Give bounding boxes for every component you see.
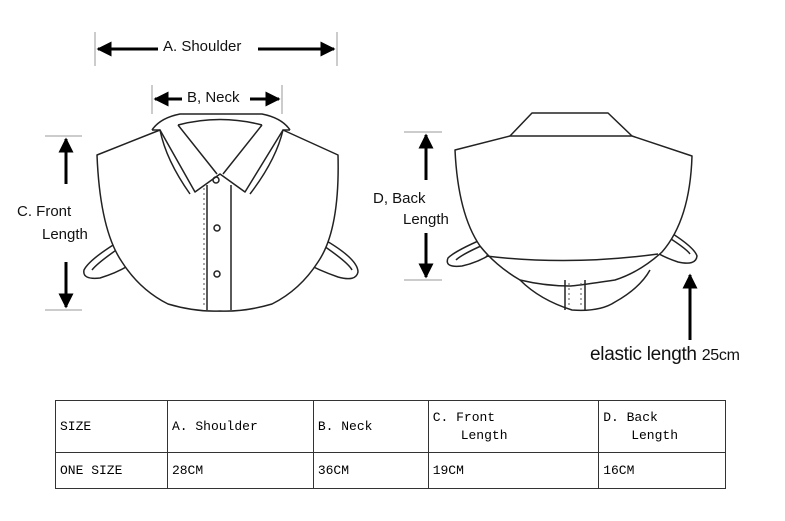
- elastic-length-text: elastic length: [590, 344, 697, 365]
- header-back-length-line1: D. Back: [603, 409, 658, 425]
- header-shoulder-line1: A. Shoulder: [171, 418, 258, 434]
- header-size: SIZE: [55, 400, 168, 453]
- cell-shoulder: 28CM: [166, 452, 314, 489]
- cell-neck: 36CM: [312, 452, 429, 489]
- back-collar-illustration: [446, 112, 698, 312]
- front-length-label-line2: Length: [42, 226, 88, 243]
- header-back-length-line2: Length: [631, 427, 679, 443]
- elastic-length-label: elastic length 25cm: [590, 344, 740, 366]
- table-row: ONE SIZE 28CM 36CM 19CM 16CM: [55, 452, 726, 489]
- shoulder-dimension: [94, 32, 338, 66]
- cell-back-length: 16CM: [598, 452, 726, 489]
- size-table: SIZE A. Shoulder B. Neck C. Front Length…: [55, 400, 726, 489]
- header-size-line1: SIZE: [60, 418, 92, 434]
- back-placket-stitching: [568, 283, 582, 308]
- back-length-label-line2: Length: [403, 211, 449, 228]
- header-neck: B. Neck: [312, 400, 429, 453]
- header-neck-line1: B. Neck: [317, 418, 373, 434]
- front-length-label-line1: C. Front: [17, 203, 72, 220]
- elastic-length-value: 25cm: [701, 347, 740, 364]
- front-length-dimension: [45, 135, 82, 311]
- shoulder-label: A. Shoulder: [163, 38, 242, 55]
- cell-size: ONE SIZE: [55, 452, 168, 489]
- header-shoulder: A. Shoulder: [166, 400, 314, 453]
- neck-label: B, Neck: [187, 89, 240, 106]
- cell-front-length: 19CM: [427, 452, 600, 489]
- header-front-length-line2: Length: [460, 427, 508, 443]
- header-front-length-line1: C. Front: [432, 409, 496, 425]
- front-collar-illustration: [83, 113, 359, 312]
- back-length-dimension: [404, 131, 442, 281]
- back-length-label-line1: D, Back: [373, 190, 426, 207]
- header-front-length: C. Front Length: [427, 400, 600, 453]
- table-header-row: SIZE A. Shoulder B. Neck C. Front Length…: [55, 400, 726, 453]
- neck-dimension: [151, 85, 283, 114]
- header-back-length: D. Back Length: [598, 400, 726, 453]
